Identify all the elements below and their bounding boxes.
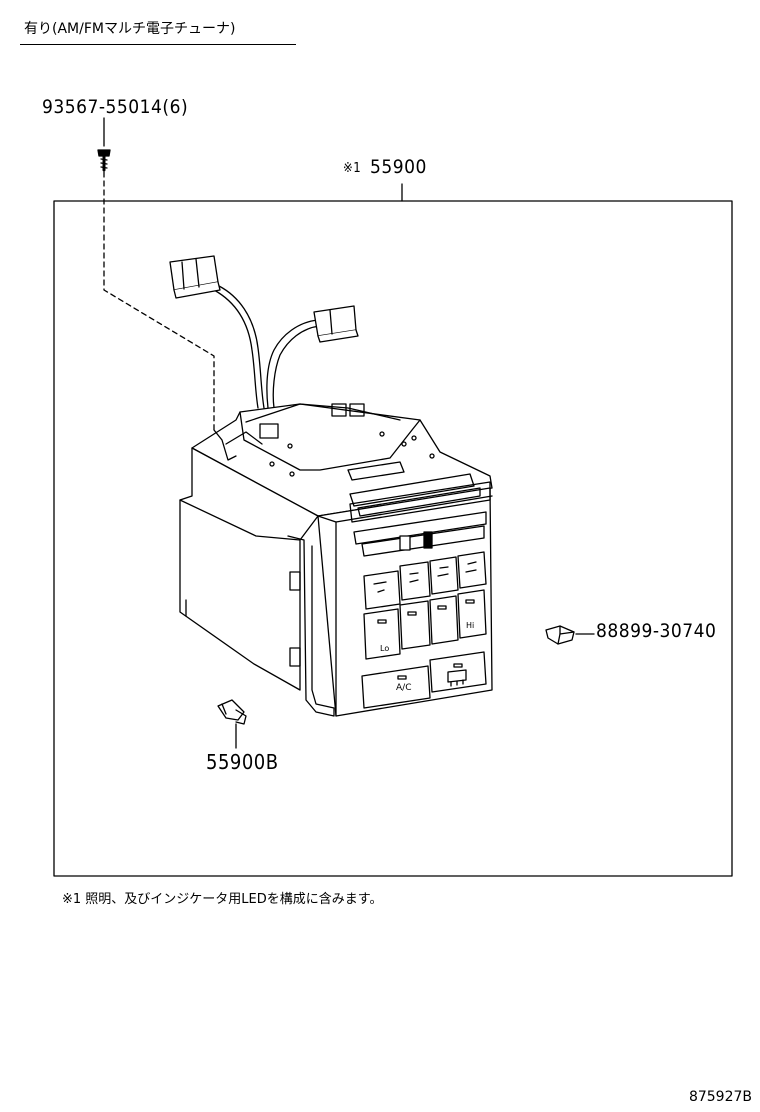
- part-number-main-mark: ※1: [343, 161, 362, 176]
- button-label-lo: Lo: [380, 644, 390, 653]
- button-fan-hi: [457, 589, 487, 639]
- part-number-bulb: 55900B: [206, 750, 279, 774]
- drawing-id: 875927B: [688, 1089, 752, 1105]
- button-ac: [361, 665, 431, 709]
- bulb-icon: [217, 699, 247, 725]
- clip-icon: [545, 625, 575, 645]
- header-note: 有り(AM/FMマルチ電子チューナ): [24, 21, 236, 37]
- button-vent-defrost: [457, 551, 487, 589]
- control-buttons: [361, 551, 487, 709]
- button-vent-foot: [429, 556, 459, 595]
- assembly-frame: [53, 200, 733, 877]
- button-mid-1: [399, 600, 431, 650]
- part-number-main: 55900: [370, 156, 427, 178]
- footnote: ※1 照明、及びインジケータ用LEDを構成に含みます。: [62, 892, 383, 907]
- leader-screw: [103, 171, 215, 431]
- button-label-ac: A/C: [396, 683, 412, 693]
- button-label-hi: Hi: [466, 621, 475, 630]
- connector-lower-icon: [313, 305, 359, 343]
- part-number-clip: 88899-30740: [596, 620, 717, 642]
- button-rear-defrost: [429, 651, 487, 693]
- button-fan-lo: [363, 608, 401, 660]
- header-underline: [20, 44, 296, 45]
- connector-upper-icon: [169, 255, 221, 299]
- wire-harness: [213, 285, 321, 409]
- screw-icon: [97, 117, 111, 172]
- part-number-screw: 93567-55014(6): [42, 96, 189, 118]
- button-mid-2: [429, 595, 459, 645]
